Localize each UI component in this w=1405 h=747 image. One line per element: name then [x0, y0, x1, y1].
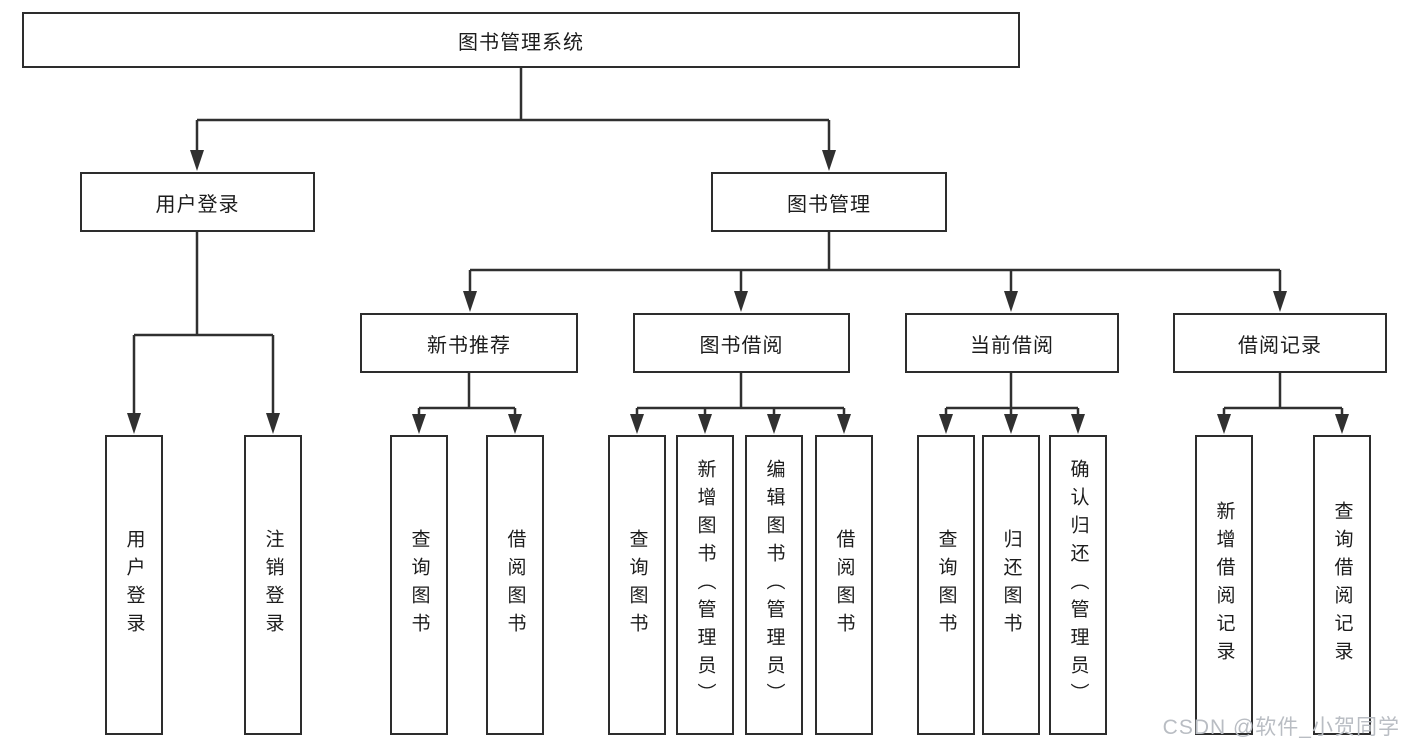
node-new-book-recommend: 新书推荐	[360, 313, 578, 373]
leaf-confirm-return-admin: 确认归还（管理员）	[1049, 435, 1107, 735]
leaf-borrow-books: 借阅图书	[815, 435, 873, 735]
leaf-logout: 注销登录	[244, 435, 302, 735]
leaf-add-book-admin: 新增图书（管理员）	[676, 435, 734, 735]
node-user-login: 用户登录	[80, 172, 315, 232]
leaf-edit-book-admin: 编辑图书（管理员）	[745, 435, 803, 735]
leaf-borrow-books-recommend: 借阅图书	[486, 435, 544, 735]
leaf-query-books-recommend: 查询图书	[390, 435, 448, 735]
leaf-query-books-borrow: 查询图书	[608, 435, 666, 735]
leaf-add-borrow-record: 新增借阅记录	[1195, 435, 1253, 735]
leaf-query-books-current: 查询图书	[917, 435, 975, 735]
node-current-borrow: 当前借阅	[905, 313, 1119, 373]
leaf-query-borrow-record: 查询借阅记录	[1313, 435, 1371, 735]
node-library-system: 图书管理系统	[22, 12, 1020, 68]
leaf-user-login: 用户登录	[105, 435, 163, 735]
node-book-borrow: 图书借阅	[633, 313, 850, 373]
node-book-management: 图书管理	[711, 172, 947, 232]
leaf-return-book: 归还图书	[982, 435, 1040, 735]
node-borrow-records: 借阅记录	[1173, 313, 1387, 373]
